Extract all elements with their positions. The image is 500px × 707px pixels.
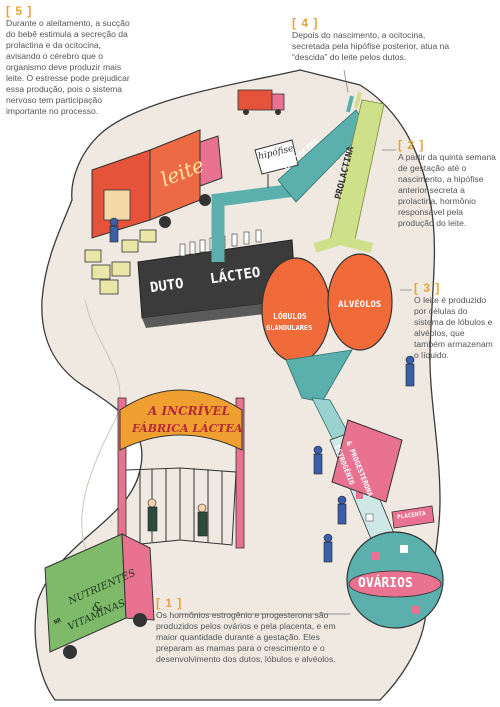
lobulos-label-1: LÓBULOS	[273, 312, 307, 321]
road-inner-line	[81, 299, 121, 561]
note-1-number: [ 1 ]	[156, 596, 183, 610]
lobulos-label-2: GLANDULARES	[266, 324, 313, 332]
factory-gate	[117, 389, 245, 549]
ovarios-label: OVÁRIOS	[358, 576, 413, 591]
leader-lines	[178, 69, 412, 615]
nutrient-truck	[44, 533, 155, 659]
note-1-text: Os hormônios estrogênio e progesterona s…	[156, 610, 336, 664]
note-3-text: O leite é produzido por células do siste…	[414, 295, 493, 360]
far-truck	[237, 89, 285, 115]
note-4: [ 4 ] Depois do nascimento, a ocitocina,…	[292, 16, 462, 63]
alveolos-label: ALVÉOLOS	[338, 300, 382, 310]
conveyor	[137, 239, 298, 328]
note-3-number: [ 3 ]	[414, 281, 441, 295]
note-4-text: Depois do nascimento, a ocitocina, secre…	[292, 30, 450, 62]
ovarios-sphere	[346, 531, 444, 629]
placenta-tag	[391, 505, 435, 529]
hipofise-sign	[254, 139, 299, 188]
milk-truck	[91, 129, 223, 239]
note-4-number: [ 4 ]	[292, 16, 319, 30]
note-3: [ 3 ] O leite é produzido por células do…	[414, 281, 496, 361]
note-1: [ 1 ] Os hormônios estrogênio e progeste…	[156, 596, 346, 665]
prolactina-pipe	[313, 91, 385, 253]
crates	[84, 229, 157, 295]
alveolos-tank	[327, 253, 393, 351]
note-2: [ 2 ] A partir da quinta semana de gesta…	[398, 138, 496, 229]
gate-label-1: A INCRÍVEL	[148, 404, 231, 418]
funnel-pipe	[285, 349, 353, 447]
workers	[109, 217, 415, 563]
note-5: [ 5 ] Durante o aleitamento, a sucção do…	[6, 4, 131, 117]
note-2-number: [ 2 ]	[398, 138, 425, 152]
note-5-text: Durante o aleitamento, a sucção do bebê …	[6, 18, 130, 116]
truck-bottom-label-2: &	[92, 600, 103, 614]
note-2-text: A partir da quinta semana de gestação at…	[398, 152, 496, 228]
hormone-sign	[331, 419, 403, 503]
gate-label-2: FÁBRICA LÁCTEA	[132, 422, 243, 435]
lobulos-tank	[261, 257, 331, 363]
note-5-number: [ 5 ]	[6, 4, 33, 18]
